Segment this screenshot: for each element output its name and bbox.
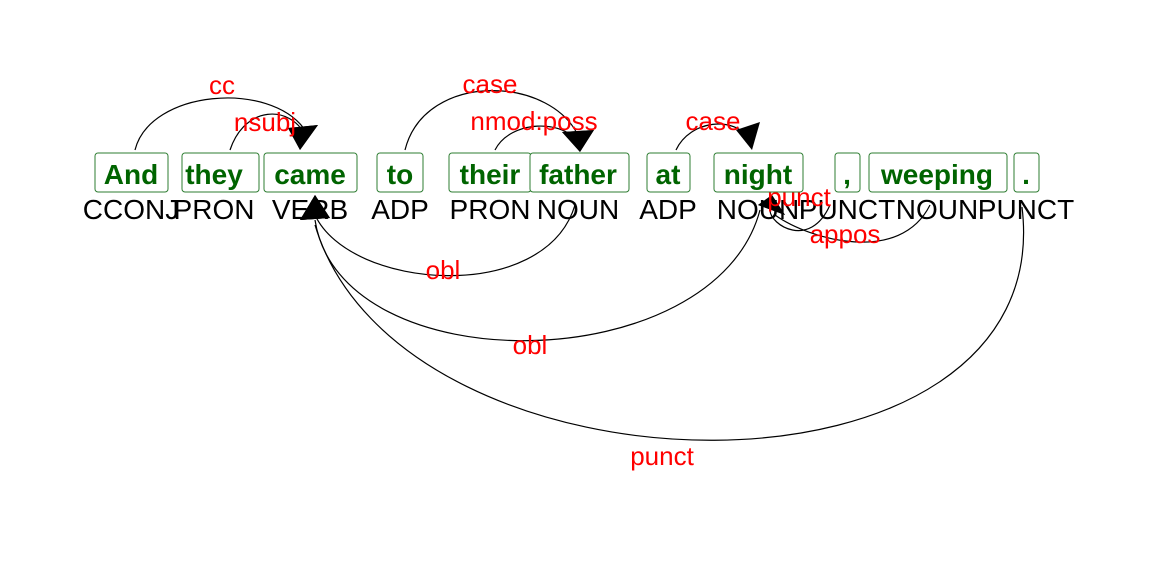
labels-layer: cc nsubj case nmod:poss case obl obl punct punct… bbox=[209, 69, 880, 471]
arc-cc-0 bbox=[134, 97, 306, 151]
relation-label: obl bbox=[513, 330, 548, 360]
pos-tag: VERB bbox=[272, 194, 348, 225]
arc-case-2 bbox=[404, 90, 581, 151]
word-box bbox=[1013, 152, 1040, 193]
arrowhead-4 bbox=[736, 122, 760, 150]
word-label: came bbox=[274, 159, 346, 190]
arrowhead-9 bbox=[758, 195, 785, 215]
word-box bbox=[94, 152, 169, 193]
arc-punct-8 bbox=[769, 204, 831, 232]
word-label: . bbox=[1022, 159, 1030, 190]
relation-label: punct bbox=[630, 441, 694, 471]
word-box bbox=[868, 152, 1008, 193]
pos-tag: ADP bbox=[639, 194, 697, 225]
relation-label: punct bbox=[767, 182, 831, 212]
word-box bbox=[529, 152, 630, 193]
word-label: they bbox=[185, 159, 243, 190]
word-box bbox=[376, 152, 424, 193]
word-label: father bbox=[539, 159, 617, 190]
relation-label: obl bbox=[426, 255, 461, 285]
word-box bbox=[181, 152, 260, 193]
relation-label: case bbox=[686, 106, 741, 136]
word-label: to bbox=[387, 159, 413, 190]
word-label: their bbox=[460, 159, 521, 190]
pos-tag: NOUN bbox=[537, 194, 619, 225]
arcs-layer bbox=[134, 90, 1025, 441]
word-box bbox=[646, 152, 691, 193]
pos-tag: PUNCT bbox=[978, 194, 1074, 225]
pos-tag: ADP bbox=[371, 194, 429, 225]
pos-tag: CCONJ bbox=[83, 194, 179, 225]
word-box bbox=[713, 152, 804, 193]
arc-punct-7 bbox=[314, 206, 1025, 441]
word-label: weeping bbox=[880, 159, 993, 190]
relation-label: cc bbox=[209, 70, 235, 100]
word-label: night bbox=[724, 159, 792, 190]
arc-appos-9 bbox=[774, 204, 931, 243]
pos-tag: PRON bbox=[450, 194, 531, 225]
arrowhead-7 bbox=[300, 195, 330, 220]
word-label: , bbox=[843, 159, 851, 190]
arrowhead-1 bbox=[288, 125, 318, 150]
relation-label: nsubj bbox=[234, 107, 296, 137]
pos-tag: PRON bbox=[174, 194, 255, 225]
arc-obl-6 bbox=[314, 209, 761, 342]
relation-label: appos bbox=[810, 219, 881, 249]
word-box bbox=[834, 152, 861, 193]
pos-tag: NOUN bbox=[717, 194, 799, 225]
relation-label: case bbox=[463, 69, 518, 99]
pos-tag: PUNCT bbox=[799, 194, 895, 225]
arrowhead-3 bbox=[562, 130, 594, 152]
word-label: at bbox=[656, 159, 681, 190]
word-label: And bbox=[104, 159, 158, 190]
arc-obl-5 bbox=[314, 204, 576, 277]
arc-nsubj-1 bbox=[229, 113, 306, 151]
relation-label: nmod:poss bbox=[470, 106, 597, 136]
word-box bbox=[263, 152, 358, 193]
pos-tag: NOUN bbox=[896, 194, 978, 225]
